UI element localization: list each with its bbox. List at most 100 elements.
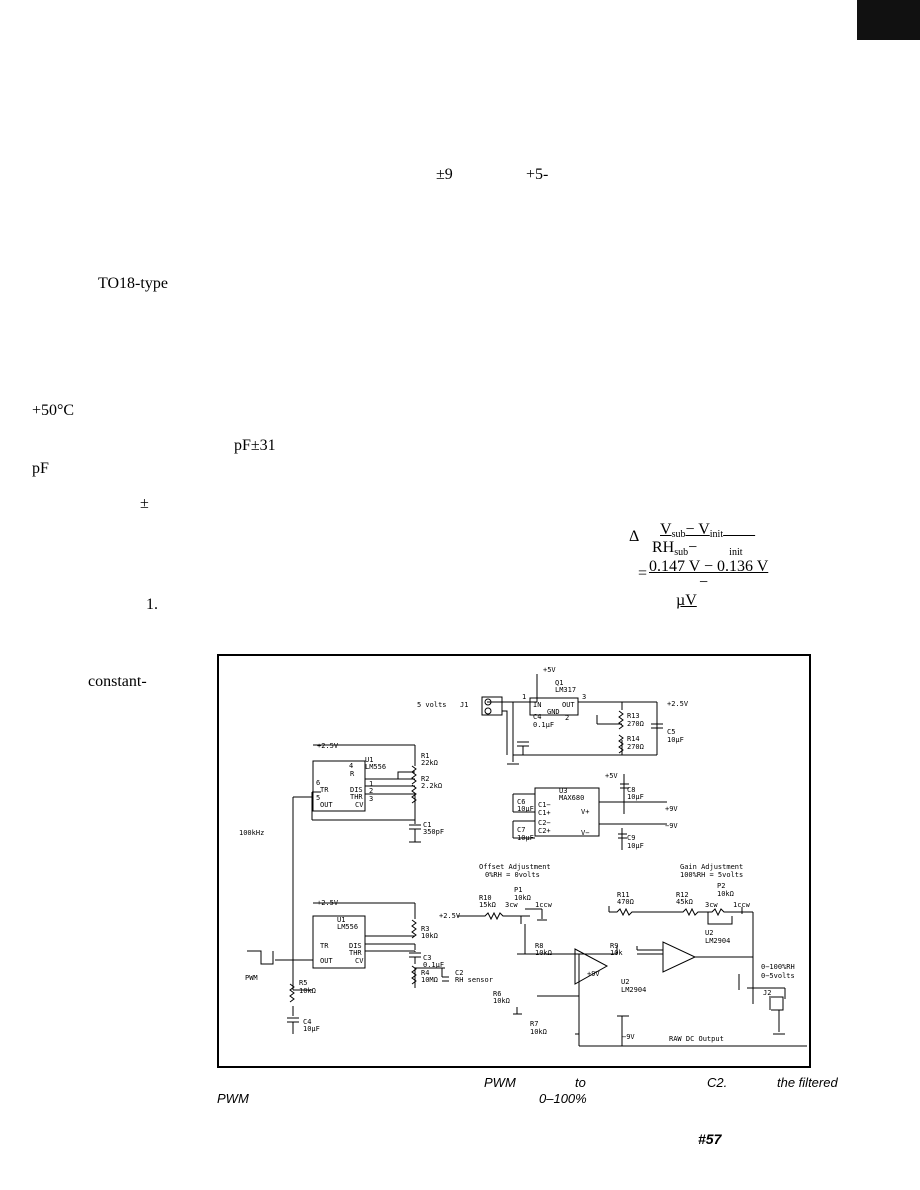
eq-equals: = [638,565,648,582]
svg-text:R1: R1 [421,752,429,760]
svg-text:0−5volts: 0−5volts [761,972,795,980]
svg-text:350pF: 350pF [423,828,444,836]
svg-text:3: 3 [582,693,586,701]
svg-text:15kΩ: 15kΩ [479,901,496,909]
eq-den-sub: sub [674,547,689,558]
svg-text:+9V: +9V [587,970,600,978]
svg-text:10µF: 10µF [517,834,534,842]
eq-den-rh: RH [652,539,675,556]
svg-text:R12: R12 [676,891,689,899]
svg-text:10kΩ: 10kΩ [514,894,531,902]
svg-text:1ccw: 1ccw [535,901,553,909]
svg-text:THR: THR [350,793,363,801]
svg-text:R6: R6 [493,990,501,998]
svg-text:10µF: 10µF [517,805,534,813]
eq-num-v: V [660,521,672,538]
svg-text:22kΩ: 22kΩ [421,759,438,767]
eq-numerator: Vsub− Vinit [660,521,755,540]
svg-text:10kΩ: 10kΩ [530,1028,547,1036]
svg-text:LM317: LM317 [555,686,576,694]
svg-text:LM2904: LM2904 [705,937,730,945]
svg-text:LM2904: LM2904 [621,986,646,994]
svg-text:CV: CV [355,801,364,809]
svg-text:THR: THR [349,949,362,957]
svg-text:OUT: OUT [562,701,575,709]
fragment-one: 1. [146,596,158,613]
svg-text:2.2kΩ: 2.2kΩ [421,782,442,790]
svg-text:1: 1 [522,693,526,701]
svg-text:100kHz: 100kHz [239,829,264,837]
svg-text:R7: R7 [530,1020,538,1028]
svg-text:P1: P1 [514,886,522,894]
svg-text:Q1: Q1 [555,679,563,687]
svg-text:10kΩ: 10kΩ [717,890,734,898]
svg-text:U3: U3 [559,787,567,795]
svg-text:V+: V+ [581,808,589,816]
fragment-pf: pF [32,460,49,477]
svg-text:R: R [350,770,355,778]
eq-line4: µV [676,592,697,609]
eq-den-minus: − [688,539,698,556]
svg-text:C5: C5 [667,728,675,736]
svg-text:+9V: +9V [665,805,678,813]
svg-text:TR: TR [320,942,329,950]
svg-text:R13: R13 [627,712,640,720]
svg-text:5 volts: 5 volts [417,701,447,709]
svg-text:−9V: −9V [665,822,678,830]
svg-text:DIS: DIS [350,786,363,794]
circuit-schematic: +5V Q1 LM317 IN OUT GND 1 3 2 5 volts J1… [217,654,811,1068]
svg-text:3: 3 [369,795,373,803]
schematic-labels: +5V Q1 LM317 IN OUT GND 1 3 2 5 volts J1… [239,666,795,1043]
caption-range: 0–100% [539,1091,587,1106]
svg-text:C8: C8 [627,786,635,794]
svg-text:DIS: DIS [349,942,362,950]
eq-delta: Δ [629,528,640,545]
eq-line3: − [699,574,709,591]
eq-denominator: RHsub− init [652,539,743,558]
svg-text:0%RH = 0volts: 0%RH = 0volts [485,871,540,879]
svg-text:10µF: 10µF [627,793,644,801]
svg-text:10MΩ: 10MΩ [421,976,438,984]
svg-text:OUT: OUT [320,957,333,965]
svg-text:P2: P2 [717,882,725,890]
eq-num-init: init [709,529,724,540]
svg-text:R11: R11 [617,891,630,899]
svg-text:10kΩ: 10kΩ [299,987,316,995]
svg-text:10kΩ: 10kΩ [493,997,510,1005]
svg-text:RAW DC Output: RAW DC Output [669,1035,724,1043]
corner-mark [857,0,920,40]
svg-text:3cw: 3cw [505,901,518,909]
svg-text:C1−: C1− [538,801,551,809]
svg-text:J2: J2 [763,989,771,997]
caption-filtered: the filtered [777,1075,838,1090]
svg-text:2: 2 [565,714,569,722]
fragment-p50c: +50°C [32,402,75,419]
svg-text:PWM: PWM [245,974,258,982]
svg-text:470Ω: 470Ω [617,898,634,906]
page-number: #57 [698,1131,722,1147]
svg-text:CV: CV [355,957,364,965]
svg-text:U1: U1 [337,916,345,924]
svg-text:R4: R4 [421,969,429,977]
svg-text:10µF: 10µF [303,1025,320,1033]
svg-text:0.1µF: 0.1µF [533,721,554,729]
svg-text:0.1µF: 0.1µF [423,961,444,969]
svg-text:C2: C2 [455,969,463,977]
svg-text:R3: R3 [421,925,429,933]
fragment-to18: TO18-type [98,275,168,292]
svg-text:C1: C1 [423,821,431,829]
caption-c2: C2. [707,1075,728,1090]
svg-text:Gain Adjustment: Gain Adjustment [680,863,743,871]
schematic-wires [247,674,807,1047]
fragment-pf31: pF±31 [234,437,276,454]
svg-text:C2+: C2+ [538,827,551,835]
svg-text:C2−: C2− [538,819,551,827]
svg-text:4: 4 [349,762,353,770]
eq-num-sub: sub [671,529,686,540]
svg-text:U2: U2 [705,929,713,937]
svg-text:LM556: LM556 [365,763,386,771]
svg-text:0−100%RH: 0−100%RH [761,963,795,971]
svg-text:C4: C4 [533,713,541,721]
svg-text:C1+: C1+ [538,809,551,817]
svg-text:OUT: OUT [320,801,333,809]
